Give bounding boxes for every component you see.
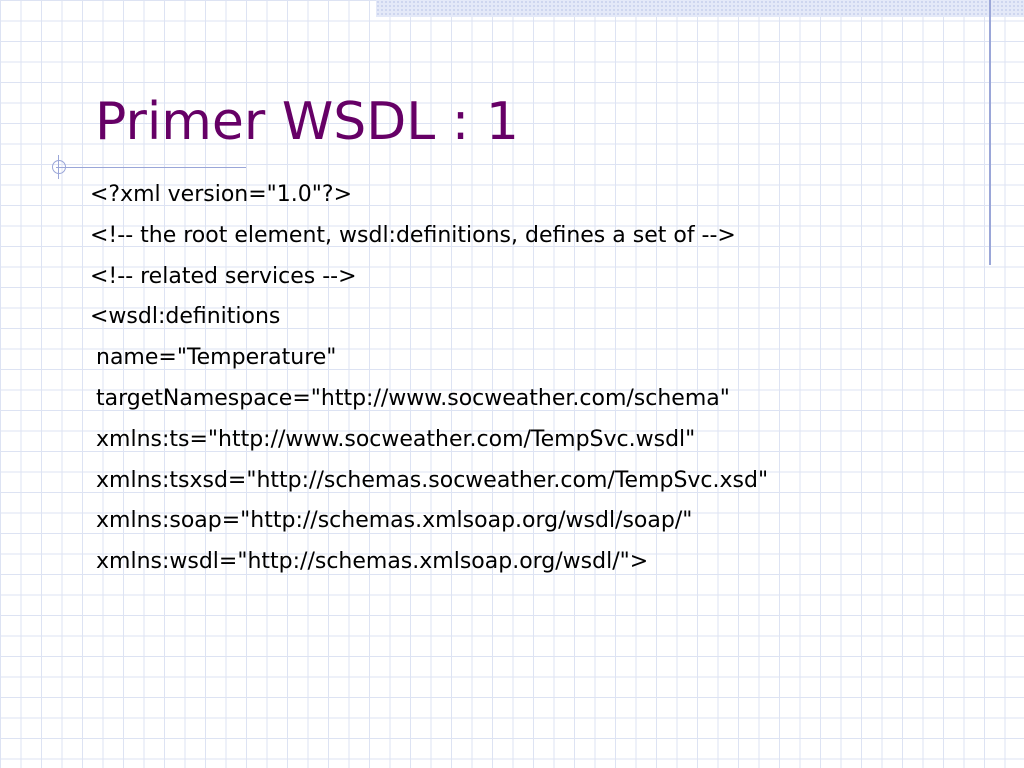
top-decorative-band — [376, 0, 1024, 17]
code-line: xmlns:soap="http://schemas.xmlsoap.org/w… — [96, 508, 693, 534]
right-decorative-rule — [989, 0, 991, 265]
code-line: xmlns:wsdl="http://schemas.xmlsoap.org/w… — [96, 549, 649, 575]
code-line: <!-- the root element, wsdl:definitions,… — [90, 222, 736, 248]
title-underline-rule — [56, 167, 246, 168]
code-line: name="Temperature" — [96, 345, 337, 371]
code-line: xmlns:ts="http://www.socweather.com/Temp… — [96, 426, 696, 452]
slide-title: Primer WSDL : 1 — [95, 92, 519, 152]
code-listing: <?xml version="1.0"?> <!-- the root elem… — [90, 175, 768, 583]
code-line: <!-- related services --> — [90, 263, 357, 289]
code-line: targetNamespace="http://www.socweather.c… — [96, 385, 730, 411]
code-line: <?xml version="1.0"?> — [90, 182, 353, 207]
code-line: xmlns:tsxsd="http://schemas.socweather.c… — [96, 467, 769, 493]
ring-bullet-icon — [52, 155, 66, 179]
code-line: <wsdl:definitions — [90, 304, 281, 330]
